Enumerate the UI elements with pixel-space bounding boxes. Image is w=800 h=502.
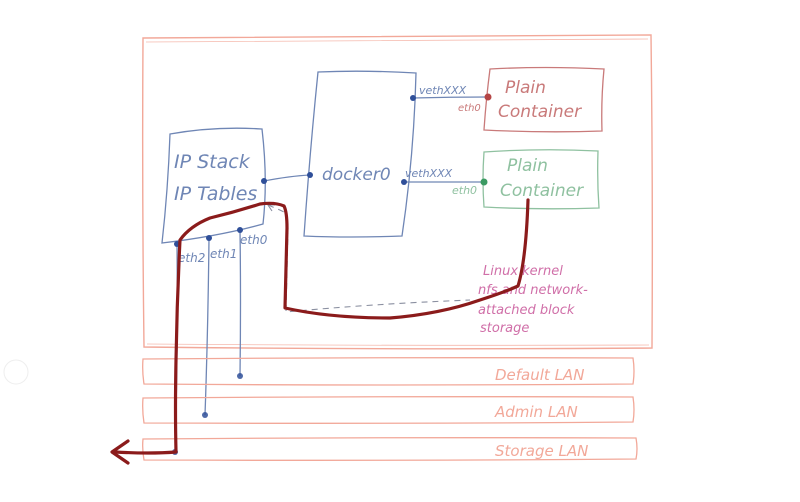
eth1-lan-dot: [202, 412, 208, 418]
container-top-label-line1: Plain: [505, 78, 546, 98]
storage-lan-band: [142, 437, 638, 461]
kernel-note-line3: attached block: [478, 303, 575, 318]
admin-lan-label: Admin LAN: [494, 403, 578, 421]
storage-lan-label: Storage LAN: [495, 442, 588, 460]
container-top-label-line2: Container: [498, 102, 582, 122]
container-bottom-label-line1: Plain: [507, 156, 548, 176]
ip-stack-label-line2: IP Tables: [174, 183, 257, 205]
container-bottom-label-line2: Container: [500, 181, 584, 201]
ipstack-port-dot: [261, 178, 267, 184]
host-box: [141, 34, 654, 350]
container-top-eth0-label: eth0: [458, 103, 481, 114]
ip-stack-box: [161, 127, 266, 244]
ipstack-docker0-link: [263, 174, 311, 182]
host-box-sketch-line: [145, 38, 650, 346]
container-bottom-eth0-label: eth0: [452, 184, 477, 197]
admin-lan-band: [142, 396, 635, 424]
docker0-left-port-dot: [307, 172, 313, 178]
container-bottom-box: [482, 149, 600, 210]
eth1-port-dot: [206, 235, 212, 241]
kernel-note-line4: storage: [480, 321, 529, 336]
ip-stack-label-line1: IP Stack: [174, 151, 251, 173]
dashed-storage-path: [267, 204, 471, 313]
interface-eth1-label: eth1: [210, 247, 237, 261]
eth0-lan-dot: [237, 373, 243, 379]
veth-top-link: [412, 96, 488, 99]
eth0-port-dot: [237, 227, 243, 233]
default-lan-label: Default LAN: [495, 366, 584, 384]
eth0-drop-line: [239, 229, 242, 377]
storage-traffic-path: [113, 198, 530, 455]
container-top-eth0-dot: [484, 93, 492, 101]
docker0-label: docker0: [322, 165, 391, 185]
docker0-bridge-box: [303, 70, 417, 238]
veth-top-port-dot: [410, 95, 416, 101]
default-lan-band: [142, 357, 635, 386]
kernel-note-line2: nfs and network-: [478, 283, 588, 298]
interface-eth0-label: eth0: [240, 233, 268, 247]
storage-traffic-arrowhead: [110, 439, 130, 465]
container-top-box: [483, 66, 605, 133]
veth-bottom-port-dot: [401, 179, 407, 185]
eth1-drop-line: [204, 237, 210, 416]
interface-eth2-label: eth2: [178, 251, 205, 265]
faint-circle-mark: [3, 359, 29, 385]
veth-bottom-label: vethXXX: [405, 167, 453, 180]
container-bottom-eth0-dot: [480, 178, 488, 186]
veth-top-label: vethXXX: [419, 84, 467, 97]
